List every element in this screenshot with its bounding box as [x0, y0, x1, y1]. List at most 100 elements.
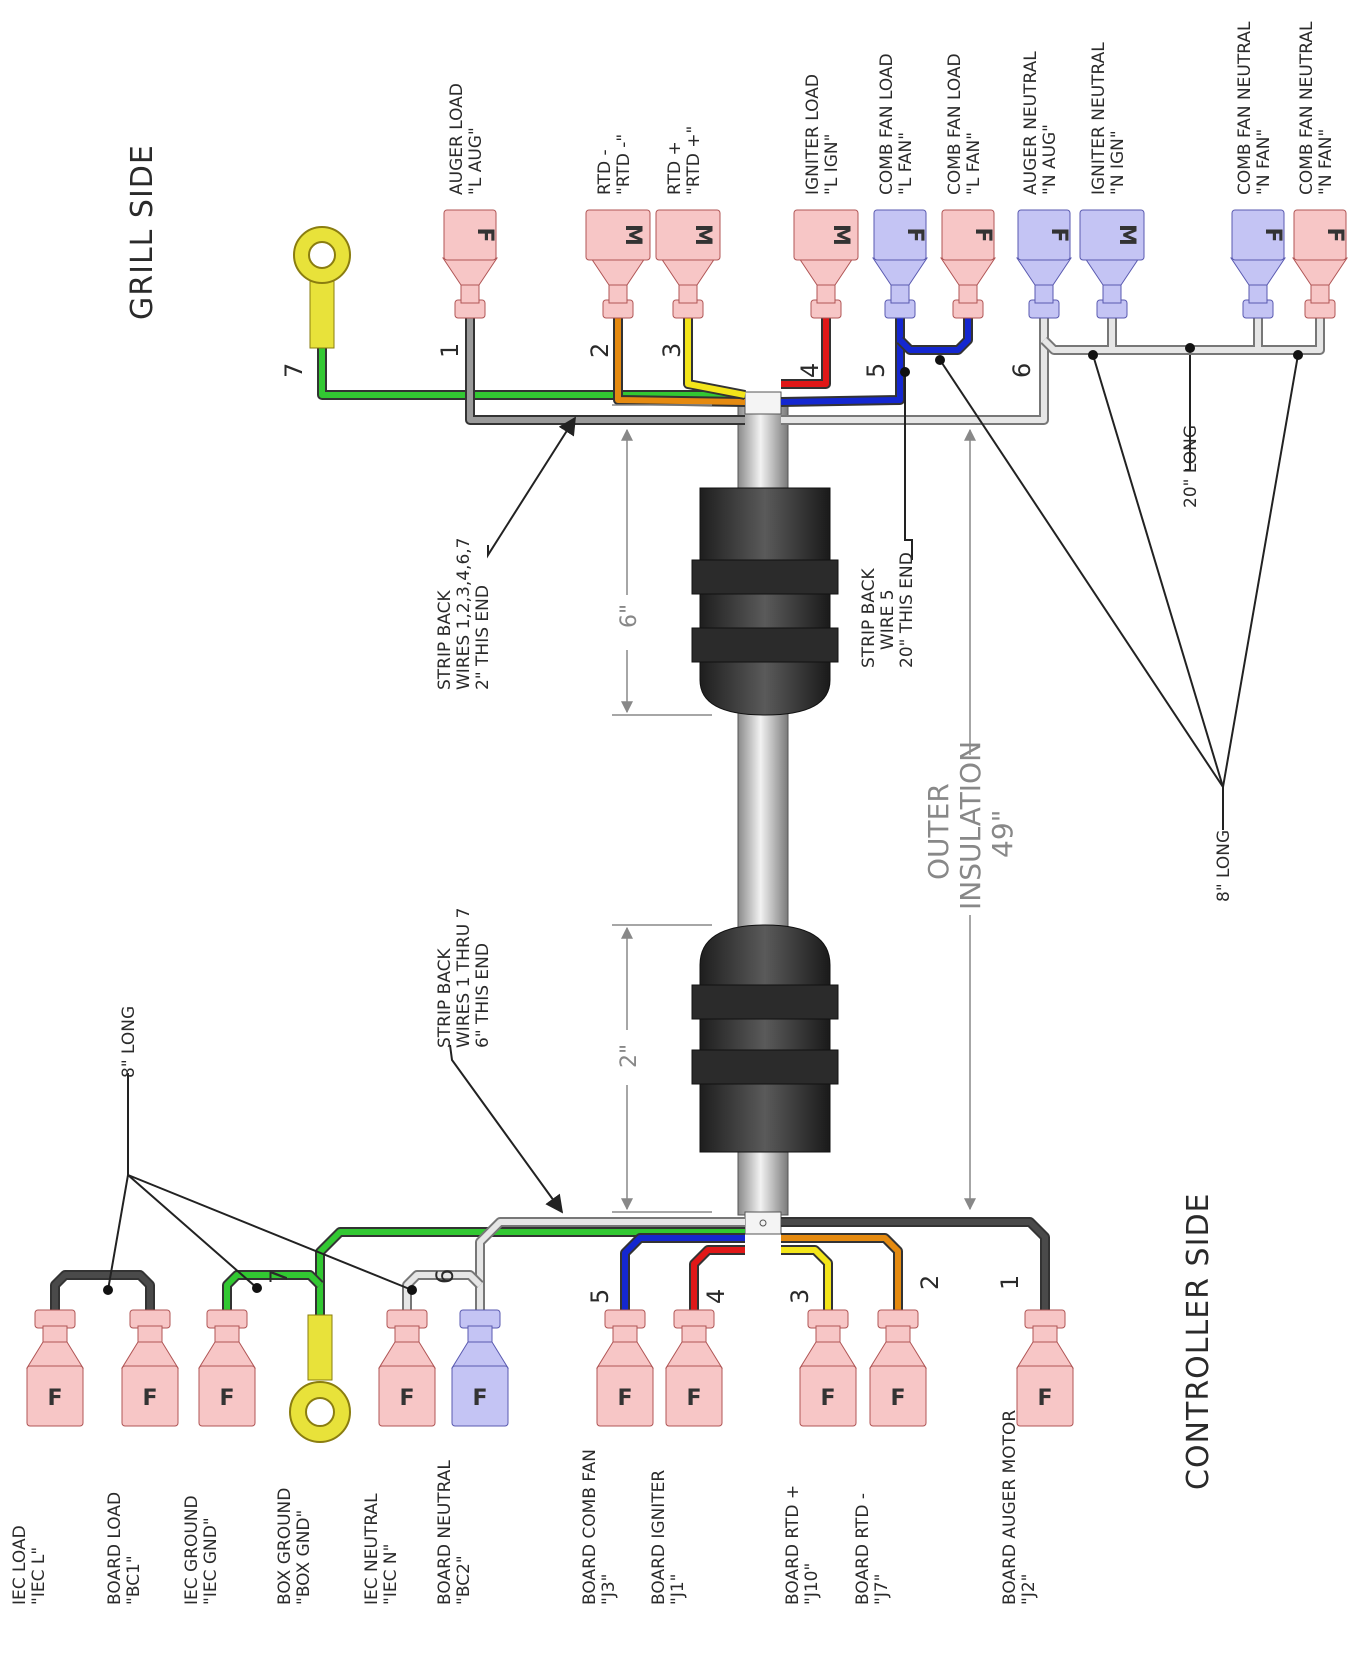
- grill-terminal-label: COMB FAN LOAD: [877, 53, 897, 195]
- controller-wire-5-number: 5: [586, 1289, 614, 1304]
- grill-ground-ring-lug: [293, 226, 351, 349]
- grill-terminal-label: IGNITER NEUTRAL: [1089, 42, 1109, 195]
- grill-wire-5: [780, 305, 905, 407]
- insulation-dimension-line2: INSULATION: [954, 741, 987, 910]
- controller-terminal-7: F: [596, 1309, 654, 1427]
- terminal-type-label: M: [690, 224, 715, 246]
- note-line: STRIP BACK: [435, 589, 455, 690]
- terminal-type-label: F: [1037, 1386, 1052, 1411]
- junction-dot: [900, 367, 910, 377]
- terminal-type-label: F: [1260, 227, 1285, 242]
- note-line: STRIP BACK: [435, 947, 455, 1048]
- controller-wire-6-branch: [402, 1270, 484, 1310]
- controller-terminal-label: BOARD AUGER MOTOR: [1000, 1410, 1020, 1605]
- grill-terminal-label: RTD -: [595, 149, 615, 195]
- controller-wire-2-number: 2: [916, 1275, 944, 1290]
- terminal-type-label: F: [820, 1386, 835, 1411]
- controller-wire-6: [475, 1217, 745, 1310]
- note-line: WIRES 1 THRU 7: [454, 908, 474, 1048]
- controller-terminal-label: IEC LOAD: [10, 1525, 30, 1605]
- terminal-type-label: F: [142, 1386, 157, 1411]
- grill-terminal-label: RTD +: [665, 141, 685, 195]
- controller-terminal-code: "IEC L": [29, 1547, 49, 1605]
- junction-dot: [1185, 343, 1195, 353]
- grill-wire-2: [613, 305, 746, 407]
- terminal-type-label: F: [472, 1386, 487, 1411]
- grill-strip-dimension: 6": [617, 604, 642, 628]
- insulation-dimension-line1: OUTER: [922, 783, 955, 880]
- grill-wire-3-number: 3: [658, 343, 686, 358]
- junction-dot: [1293, 350, 1303, 360]
- grill-wire-6-branch: [1040, 305, 1325, 355]
- grill-terminal-10: F: [1292, 209, 1348, 319]
- note-20-long: 20" LONG: [1181, 425, 1201, 508]
- grill-terminal-label: IGNITER LOAD: [803, 74, 823, 195]
- grill-terminal-code: "RTD -": [614, 134, 634, 195]
- controller-terminal-code: "IEC GND": [201, 1517, 221, 1605]
- terminal-type-label: F: [686, 1386, 701, 1411]
- grill-terminal-2: M: [585, 209, 651, 319]
- note-controller-strip: STRIP BACK WIRES 1 THRU 7 6" THIS END: [435, 908, 493, 1048]
- controller-terminal-5: F: [378, 1309, 436, 1427]
- grill-terminal-code: "N FAN": [1254, 129, 1274, 195]
- controller-terminal-label: BOARD LOAD: [105, 1492, 125, 1605]
- controller-wire-7-ground: [315, 1227, 745, 1325]
- controller-wire-3-number: 3: [786, 1289, 814, 1304]
- controller-wire-2: [781, 1233, 903, 1310]
- controller-terminal-code: "J3": [599, 1574, 619, 1605]
- controller-terminal-code: "J7": [872, 1574, 892, 1605]
- controller-terminal-code: "J1": [668, 1574, 688, 1605]
- note-8-long-controller: 8" LONG: [119, 1006, 139, 1078]
- grill-terminal-label: AUGER LOAD: [447, 83, 467, 195]
- grill-wire-numbers: 7 1 2 3 4 5 6: [280, 343, 1036, 378]
- terminal-type-label: F: [890, 1386, 905, 1411]
- controller-wire-black-jumper: [50, 1270, 155, 1310]
- grill-terminal-label: AUGER NEUTRAL: [1021, 51, 1041, 195]
- grill-breakout-collar: [744, 391, 782, 415]
- grill-terminal-code: "RTD +": [684, 126, 704, 195]
- controller-terminal-3: F: [198, 1309, 256, 1427]
- grill-terminal-code: "L AUG": [466, 127, 486, 195]
- terminal-type-label: F: [472, 227, 497, 242]
- grill-terminal-code: "L IGN": [822, 134, 842, 195]
- controller-terminal-code: "BC1": [124, 1555, 144, 1605]
- controller-terminal-10: F: [869, 1309, 927, 1427]
- controller-terminal-code: "BOX GND": [294, 1510, 314, 1605]
- note-line: WIRE 5: [878, 589, 898, 650]
- controller-terminal-label: BOARD NEUTRAL: [435, 1460, 455, 1605]
- grill-terminal-label: COMB FAN NEUTRAL: [1235, 21, 1255, 195]
- terminal-type-label: F: [1046, 227, 1071, 242]
- controller-terminal-11: F: [1016, 1309, 1074, 1427]
- controller-terminal-label: BOARD RTD +: [783, 1485, 803, 1605]
- terminal-type-label: F: [1322, 227, 1347, 242]
- grill-terminal-9: F: [1230, 209, 1286, 319]
- note-line: 2" THIS END: [473, 585, 493, 690]
- junction-dot: [103, 1285, 113, 1295]
- grill-terminal-1: F: [442, 209, 498, 319]
- controller-wire-6-number: 6: [431, 1269, 459, 1284]
- junction-dot: [935, 355, 945, 365]
- grill-terminal-6: F: [940, 209, 996, 319]
- callout-lines: [107, 354, 1299, 1291]
- terminal-type-label: M: [1114, 224, 1139, 246]
- controller-terminal-2: F: [121, 1309, 179, 1427]
- controller-wire-numbers: 7 6 5 4 3 2 1: [265, 1269, 1024, 1304]
- controller-terminal-1: F: [26, 1309, 84, 1427]
- controller-terminal-code: "J2": [1019, 1574, 1039, 1605]
- grill-wire-6-number: 6: [1008, 363, 1036, 378]
- controller-terminal-code: "J10": [802, 1563, 822, 1605]
- terminal-type-label: F: [617, 1386, 632, 1411]
- terminal-type-label: F: [47, 1386, 62, 1411]
- terminal-type-label: F: [902, 227, 927, 242]
- grill-wire-1-number: 1: [436, 343, 464, 358]
- controller-strip-dimension: 2": [617, 1044, 642, 1068]
- controller-wire-1: [781, 1217, 1050, 1310]
- cable-gland-top: [691, 487, 839, 716]
- grill-terminal-5: F: [872, 209, 928, 319]
- grill-terminal-3: M: [655, 209, 721, 319]
- terminal-type-label: F: [219, 1386, 234, 1411]
- grill-wire-1: [465, 305, 745, 425]
- controller-wire-7-number: 7: [265, 1269, 293, 1284]
